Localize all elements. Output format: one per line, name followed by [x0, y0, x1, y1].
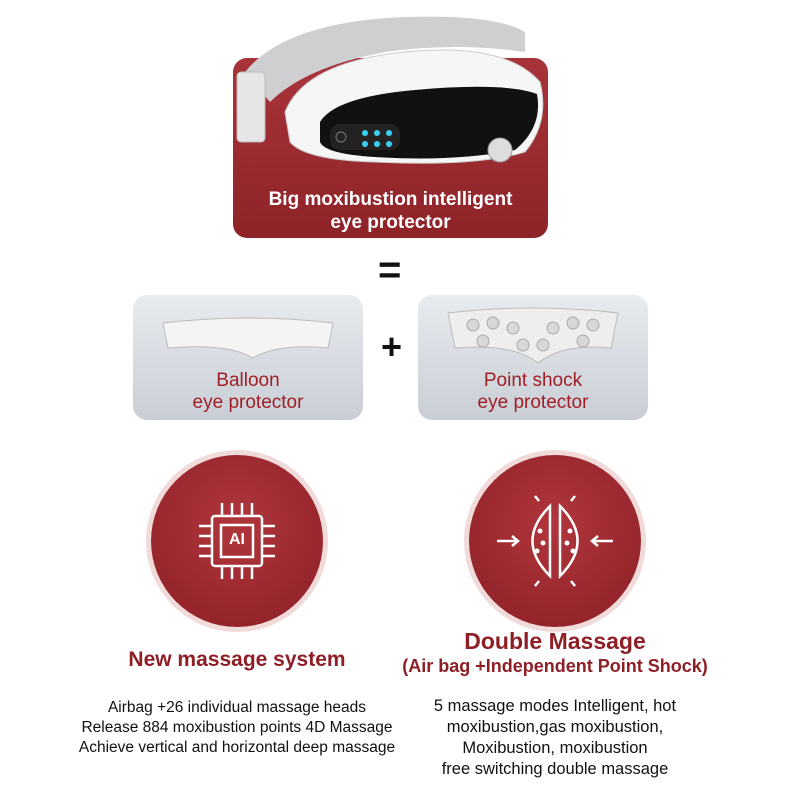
description-line: 5 massage modes Intelligent, hot	[433, 697, 677, 715]
new-massage-system-title: New massage system	[128, 648, 346, 671]
hero-title-line2: eye protector	[330, 212, 451, 233]
equals-sign: =	[378, 248, 402, 292]
double-massage-circle	[469, 455, 641, 627]
label-line2: eye protector	[477, 392, 589, 413]
description-line: Release 884 moxibustion points 4D Massag…	[81, 719, 393, 736]
description-line: free switching double massage	[441, 760, 669, 778]
hero-title-line1: Big moxibustion intelligent	[268, 189, 513, 210]
balloon-protector-card: Balloon eye protector	[133, 295, 363, 420]
description-line: moxibustion,gas moxibustion,	[446, 718, 664, 736]
point-shock-protector-card: Point shock eye protector	[418, 295, 648, 420]
label-line1: Balloon	[216, 370, 280, 391]
ai-chip-label: AI	[229, 531, 245, 548]
ai-chip-icon	[199, 503, 275, 579]
hero-title: Big moxibustion intelligent eye protecto…	[233, 188, 548, 234]
eye-massager-image	[236, 16, 544, 164]
label-line1: Point shock	[483, 370, 583, 391]
double-massage-subtitle: (Air bag +Independent Point Shock)	[402, 656, 708, 676]
ai-feature-circle: AI	[151, 455, 323, 627]
description-line: Airbag +26 individual massage heads	[107, 699, 367, 716]
label-line2: eye protector	[192, 392, 304, 413]
description-line: Moxibustion, moxibustion	[462, 739, 648, 757]
balloon-protector-label: Balloon eye protector	[133, 370, 363, 414]
plus-sign: +	[381, 326, 403, 367]
description-line: Achieve vertical and horizontal deep mas…	[78, 739, 396, 756]
balloon-pad-image	[162, 317, 334, 359]
double-massage-icon	[497, 495, 613, 587]
double-massage-title: Double Massage	[464, 628, 646, 654]
new-massage-system-description: Airbag +26 individual massage heads Rele…	[37, 698, 437, 758]
point-shock-protector-label: Point shock eye protector	[418, 370, 648, 414]
point-shock-pad-image	[447, 307, 619, 364]
double-massage-description: 5 massage modes Intelligent, hot moxibus…	[360, 696, 750, 780]
